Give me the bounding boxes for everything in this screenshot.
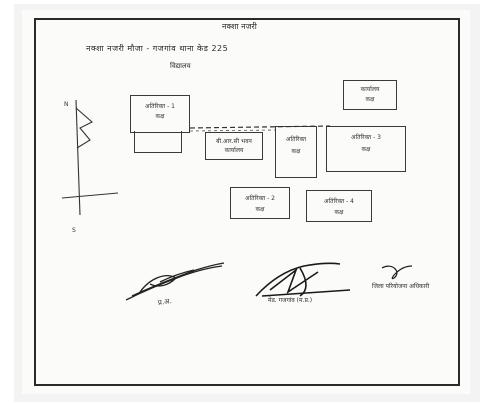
room-box: अतिरिक्त - 3 कक्ष [326,126,406,172]
room-label: कक्ष [361,146,371,153]
room-box: अतिरिक्त - 2 कक्ष [230,187,290,219]
signature-left-caption: प्र.अ. [157,297,173,307]
signature-left [125,262,225,301]
dashed-path-line [189,125,331,129]
room-box: अतिरिक्त - 1 कक्ष [130,95,190,133]
header-line-2: विद्यालय [170,62,191,70]
header-line-1: नक्शा नजरी मौजा - गजगांव थाना केड 225 [86,44,229,53]
paper-sheet [22,10,470,394]
room-label: कार्यालय [360,86,380,93]
page-border [34,18,460,386]
signature-right-caption: जिला परियोजना अधिकारी [372,283,430,290]
room-label: अतिरिक्त - 4 [324,198,354,205]
room-box: अतिरिक्त - 4 कक्ष [306,190,372,222]
signature-middle [255,262,351,297]
room-label: कक्ष [365,96,375,103]
document-title: नक्शा नजरी [222,22,257,31]
room-label: कक्ष [291,148,301,155]
room-box: बी.आर.सी भवन कार्यालय [205,132,263,160]
svg-text:N: N [64,101,69,108]
room-label: कक्ष [334,209,344,216]
room-label: कार्यालय [224,147,244,154]
signature-middle-caption: मेड. गजगांव (म.प्र.) [268,297,313,304]
dashed-path-line [189,129,276,132]
room-box [134,131,182,153]
room-label: अतिरिक्त - 2 [245,195,275,202]
room-label: अतिरिक्त [285,136,307,143]
room-label: कक्ष [255,206,265,213]
room-label: बी.आर.सी भवन [216,138,252,145]
signature-right [381,265,413,280]
room-label: कक्ष [155,113,165,120]
room-label: अतिरिक्त - 3 [351,134,381,141]
room-label: अतिरिक्त - 1 [145,103,175,110]
room-box: कार्यालय कक्ष [343,80,397,110]
north-flag-icon: N S [61,99,119,234]
svg-text:S: S [72,227,76,234]
